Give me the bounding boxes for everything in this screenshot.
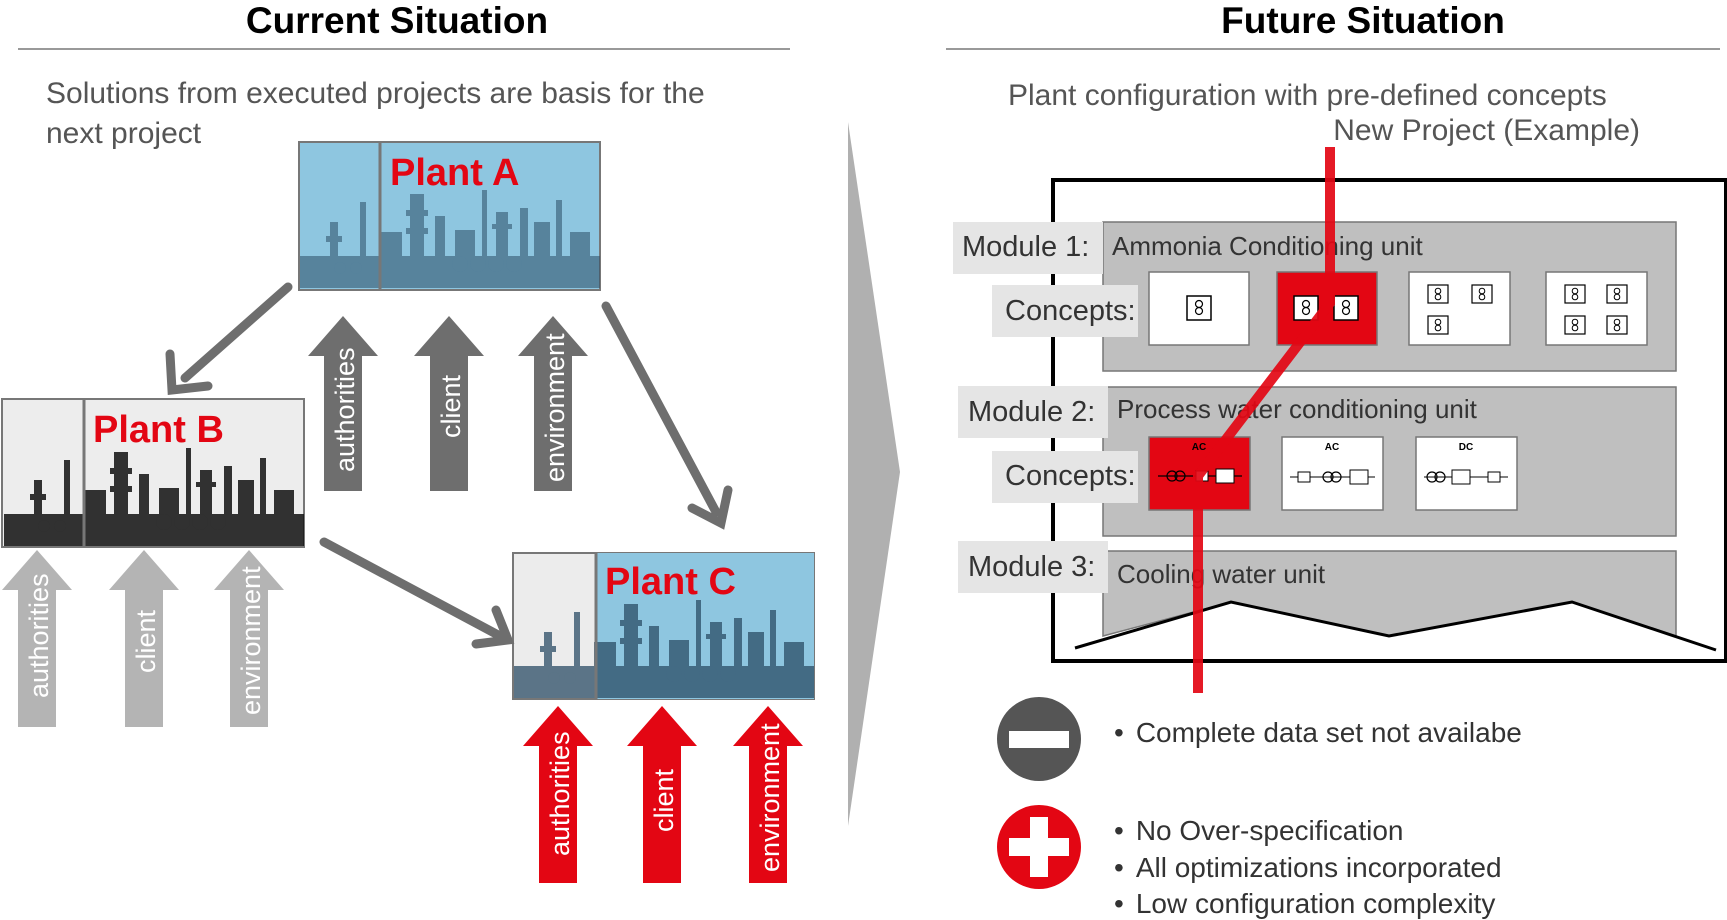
concept-tag: AC [1325,442,1339,453]
bullet-glyph: • [1114,815,1124,846]
influence-arrow: authorities [2,550,72,727]
future-subtitle: Plant configuration with pre-defined con… [1008,79,1607,112]
future-title: Future Situation [1221,0,1505,41]
influence-label: authorities [330,347,360,472]
plant-a-panel: Plant A [298,141,601,291]
concepts-label: Concepts: [1005,460,1136,492]
plant-a-influences: authorities client environment [308,316,588,491]
module-3: Module 3: Cooling water unit [958,541,1717,652]
influence-label: environment [755,723,785,872]
influence-arrow: client [627,706,697,883]
module-2-tag [958,386,1108,438]
influence-label: authorities [545,731,575,856]
plant-c-influences: authorities client environment [523,706,803,883]
plant-c-panel: Plant C [512,552,815,700]
plus-point: • Low configuration complexity [1114,888,1495,919]
concepts-tag [992,451,1138,503]
module-1-label: Module 1: [962,231,1089,263]
plus-point: • No Over-specification [1114,815,1403,846]
plus-point: • All optimizations incorporated [1114,852,1502,883]
plant-a-label: Plant A [390,152,520,194]
module-2: Module 2: Process water conditioning uni… [958,386,1677,537]
minus-point-text: Complete data set not availabe [1136,717,1522,748]
module-3-tag [958,541,1108,593]
influence-label: client [131,609,161,673]
plant-b-influences: authorities client environment [2,550,284,727]
influence-label: client [436,374,466,438]
transition-chevron [848,122,900,826]
concept-tag: DC [1459,442,1473,453]
module-3-name: Cooling water unit [1117,559,1326,589]
flow-arrow-a-to-c [601,301,721,517]
influence-label: environment [236,566,266,715]
influence-arrow: client [414,316,484,491]
bullet-glyph: • [1114,717,1124,748]
module-2-name: Process water conditioning unit [1117,394,1478,424]
influence-label: authorities [24,573,54,698]
new-project-label: New Project (Example) [1333,114,1640,147]
current-subtitle-line2: next project [46,117,202,150]
influence-arrow: authorities [308,316,378,491]
influence-arrow: environment [733,706,803,883]
influence-arrow: environment [214,550,284,727]
module-1-tag [953,222,1103,274]
module-1-concept-1[interactable] [1148,271,1250,346]
plant-b-panel: Plant B [1,398,305,548]
module-2-label: Module 2: [968,396,1095,428]
module-2-concept-2[interactable]: AC [1281,436,1384,511]
concepts-label: Concepts: [1005,295,1136,327]
influence-arrow: environment [518,316,588,491]
minus-point: • Complete data set not availabe [1114,717,1522,748]
current-subtitle-line1: Solutions from executed projects are bas… [46,77,705,110]
module-1-name: Ammonia Conditioning unit [1112,231,1424,261]
module-1-concept-3[interactable] [1408,271,1511,346]
flow-arrow-b-to-c [319,537,505,641]
minus-icon [997,697,1081,781]
influence-arrow: client [109,550,179,727]
selected-configuration-path [1193,147,1335,693]
influence-label: environment [540,333,570,482]
plus-point-text: Low configuration complexity [1136,888,1496,919]
plus-icon [997,805,1081,889]
module-1-concept-4[interactable] [1545,271,1648,346]
plant-c-label: Plant C [605,561,736,603]
module-1: Module 1: Ammonia Conditioning unit Conc… [953,221,1677,372]
flow-arrowhead-a-to-b [165,349,213,395]
flow-arrows [165,282,733,649]
current-title: Current Situation [246,0,548,41]
flow-arrowhead-b-to-c [471,605,515,649]
concept-tag: AC [1192,442,1206,453]
flow-arrowhead-a-to-c [687,485,733,530]
influence-label: client [649,768,679,832]
plant-b-label: Plant B [93,409,224,451]
module-3-label: Module 3: [968,551,1095,583]
concepts-tag [992,285,1138,337]
plus-point-text: All optimizations incorporated [1136,852,1502,883]
bullet-glyph: • [1114,852,1124,883]
bullet-glyph: • [1114,888,1124,919]
plus-point-text: No Over-specification [1136,815,1404,846]
influence-arrow: authorities [523,706,593,883]
module-2-concept-3[interactable]: DC [1415,436,1518,511]
flow-arrow-a-to-b [180,282,293,383]
